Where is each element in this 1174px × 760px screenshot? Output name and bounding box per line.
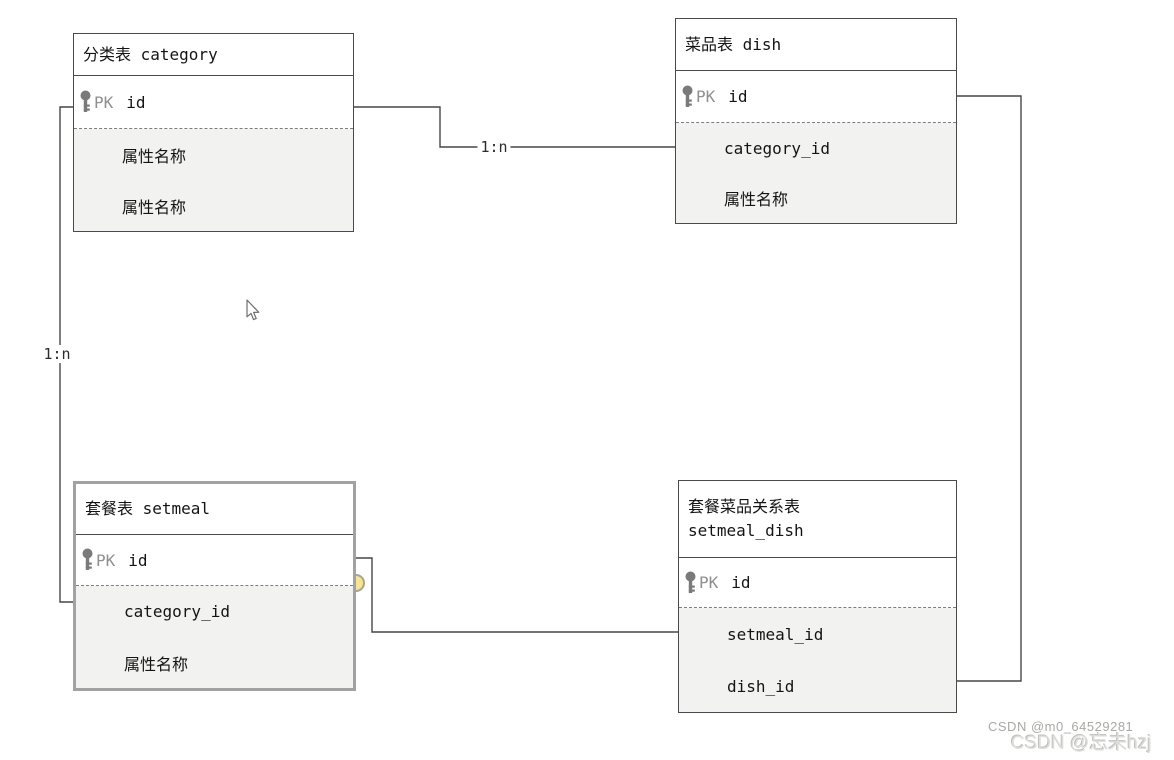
- watermark-csdn-name: CSDN @忘未hzj: [1011, 733, 1152, 754]
- pk-field: id: [126, 92, 146, 112]
- attr-row: 属性名称: [724, 190, 789, 209]
- attr-list: 属性名称属性名称: [74, 129, 353, 231]
- mouse-cursor-icon: [246, 299, 260, 321]
- attr-row: category_id: [124, 602, 230, 621]
- attr-row: 属性名称: [122, 146, 187, 166]
- pk-row: PK id: [679, 558, 956, 608]
- entity-title-line: setmeal_dish: [688, 521, 804, 540]
- entity-title: 套餐菜品关系表 setmeal_dish: [679, 481, 956, 558]
- attr-row: setmeal_id: [727, 624, 824, 644]
- attr-row: category_id: [724, 138, 830, 158]
- entity-title-line: 分类表 category: [83, 44, 218, 64]
- entity-title: 分类表 category: [74, 34, 353, 76]
- pk-field: id: [128, 550, 148, 570]
- pk-row: PK id: [76, 535, 353, 586]
- pk-label: PK: [96, 550, 116, 570]
- pk-row: PK id: [74, 76, 353, 129]
- attr-row: 属性名称: [122, 197, 187, 217]
- primary-key-icon: [82, 548, 93, 570]
- pk-label: PK: [696, 87, 716, 106]
- attr-list: category_id 属性名称: [76, 586, 353, 688]
- relation-cardinality-label: 1:n: [477, 138, 511, 156]
- entity-title: 套餐表 setmeal: [76, 484, 353, 535]
- pk-label: PK: [699, 573, 719, 592]
- entity-title-line: 套餐表 setmeal: [85, 499, 211, 518]
- primary-key-icon: [80, 90, 91, 112]
- relation-connector[interactable]: [957, 95, 1022, 682]
- attr-list: category_id 属性名称: [676, 123, 956, 223]
- relation-connector[interactable]: [354, 106, 678, 148]
- attr-list: setmeal_id dish_id: [679, 608, 956, 712]
- watermark-csdn-id: CSDN @m0_64529281: [988, 719, 1134, 734]
- primary-key-icon: [685, 571, 696, 593]
- pk-field: id: [728, 87, 748, 106]
- pk-label: PK: [94, 92, 114, 112]
- relation-connector[interactable]: [356, 557, 678, 633]
- pk-field: id: [731, 573, 751, 592]
- entity-title: 菜品表 dish: [676, 19, 956, 71]
- entity-title-line: 套餐菜品关系表: [688, 497, 801, 516]
- attr-row: 属性名称: [124, 654, 189, 674]
- relation-cardinality-label: 1:n: [40, 345, 74, 363]
- entity-title-line: 菜品表 dish: [685, 34, 782, 54]
- primary-key-icon: [682, 85, 693, 107]
- attr-row: dish_id: [727, 676, 795, 696]
- pk-row: PK id: [676, 71, 956, 123]
